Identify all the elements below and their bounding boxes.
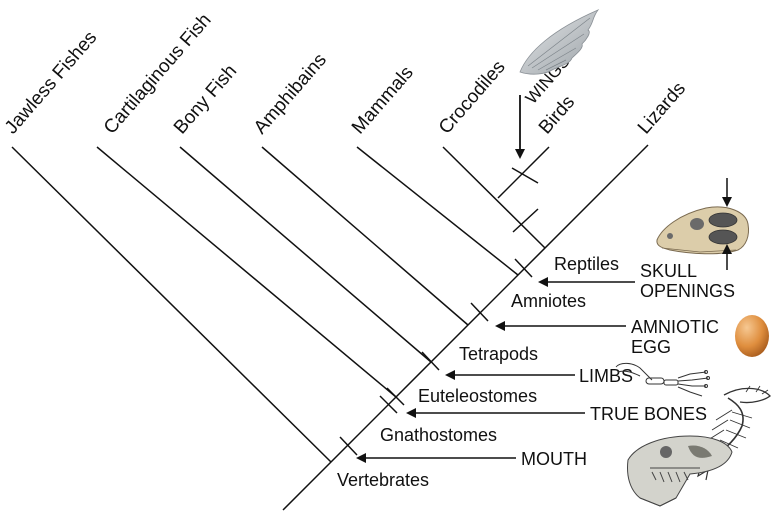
branch-mammals <box>356 146 519 276</box>
clade-label-reptiles: Reptiles <box>554 254 619 274</box>
clade-label-amniotes: Amniotes <box>511 291 586 311</box>
wing-icon <box>519 9 600 75</box>
taxon-label-amphibians: Amphibains <box>250 50 331 139</box>
hash-true-bones-1 <box>379 395 398 414</box>
egg-icon <box>735 315 769 357</box>
trait-label-openings: OPENINGS <box>640 281 735 301</box>
clade-label-euteleostomes: Euteleostomes <box>418 386 537 406</box>
skull-icon <box>656 178 749 270</box>
hash-limbs <box>421 351 440 371</box>
hash-wings <box>511 167 539 184</box>
hash-archosaur <box>512 208 539 233</box>
taxon-label-mammals: Mammals <box>348 62 418 138</box>
dinosaur-skull-icon <box>627 435 733 507</box>
clade-label-gnathostomes: Gnathostomes <box>380 425 497 445</box>
taxon-label-jawless: Jawless Fishes <box>1 27 101 138</box>
branch-amphibians <box>261 146 469 326</box>
branch-cartilaginous <box>96 146 397 398</box>
trait-label-true-bones: TRUE BONES <box>590 404 707 424</box>
branch-crocodiles <box>442 146 546 249</box>
branch-bony <box>179 146 432 363</box>
hash-true-bones-2 <box>386 387 405 406</box>
hash-amniotic-egg <box>470 302 489 322</box>
taxon-label-bony: Bony Fish <box>170 61 241 139</box>
hash-skull-openings <box>514 258 533 278</box>
hash-mouth <box>339 436 358 456</box>
trait-label-skull: SKULL <box>640 261 697 281</box>
branch-jawless <box>11 146 332 463</box>
trait-label-limbs: LIMBS <box>579 366 633 386</box>
taxon-label-lizards: Lizards <box>634 78 690 138</box>
limb-bones-icon <box>615 362 710 397</box>
trait-label-amniotic: AMNIOTIC <box>631 317 719 337</box>
clade-label-tetrapods: Tetrapods <box>459 344 538 364</box>
trait-label-egg: EGG <box>631 337 671 357</box>
trait-label-mouth: MOUTH <box>521 449 587 469</box>
main-trunk <box>282 144 649 511</box>
taxon-label-crocodiles: Crocodiles <box>435 57 510 139</box>
clade-label-vertebrates: Vertebrates <box>337 470 429 490</box>
branch-birds <box>497 146 550 199</box>
